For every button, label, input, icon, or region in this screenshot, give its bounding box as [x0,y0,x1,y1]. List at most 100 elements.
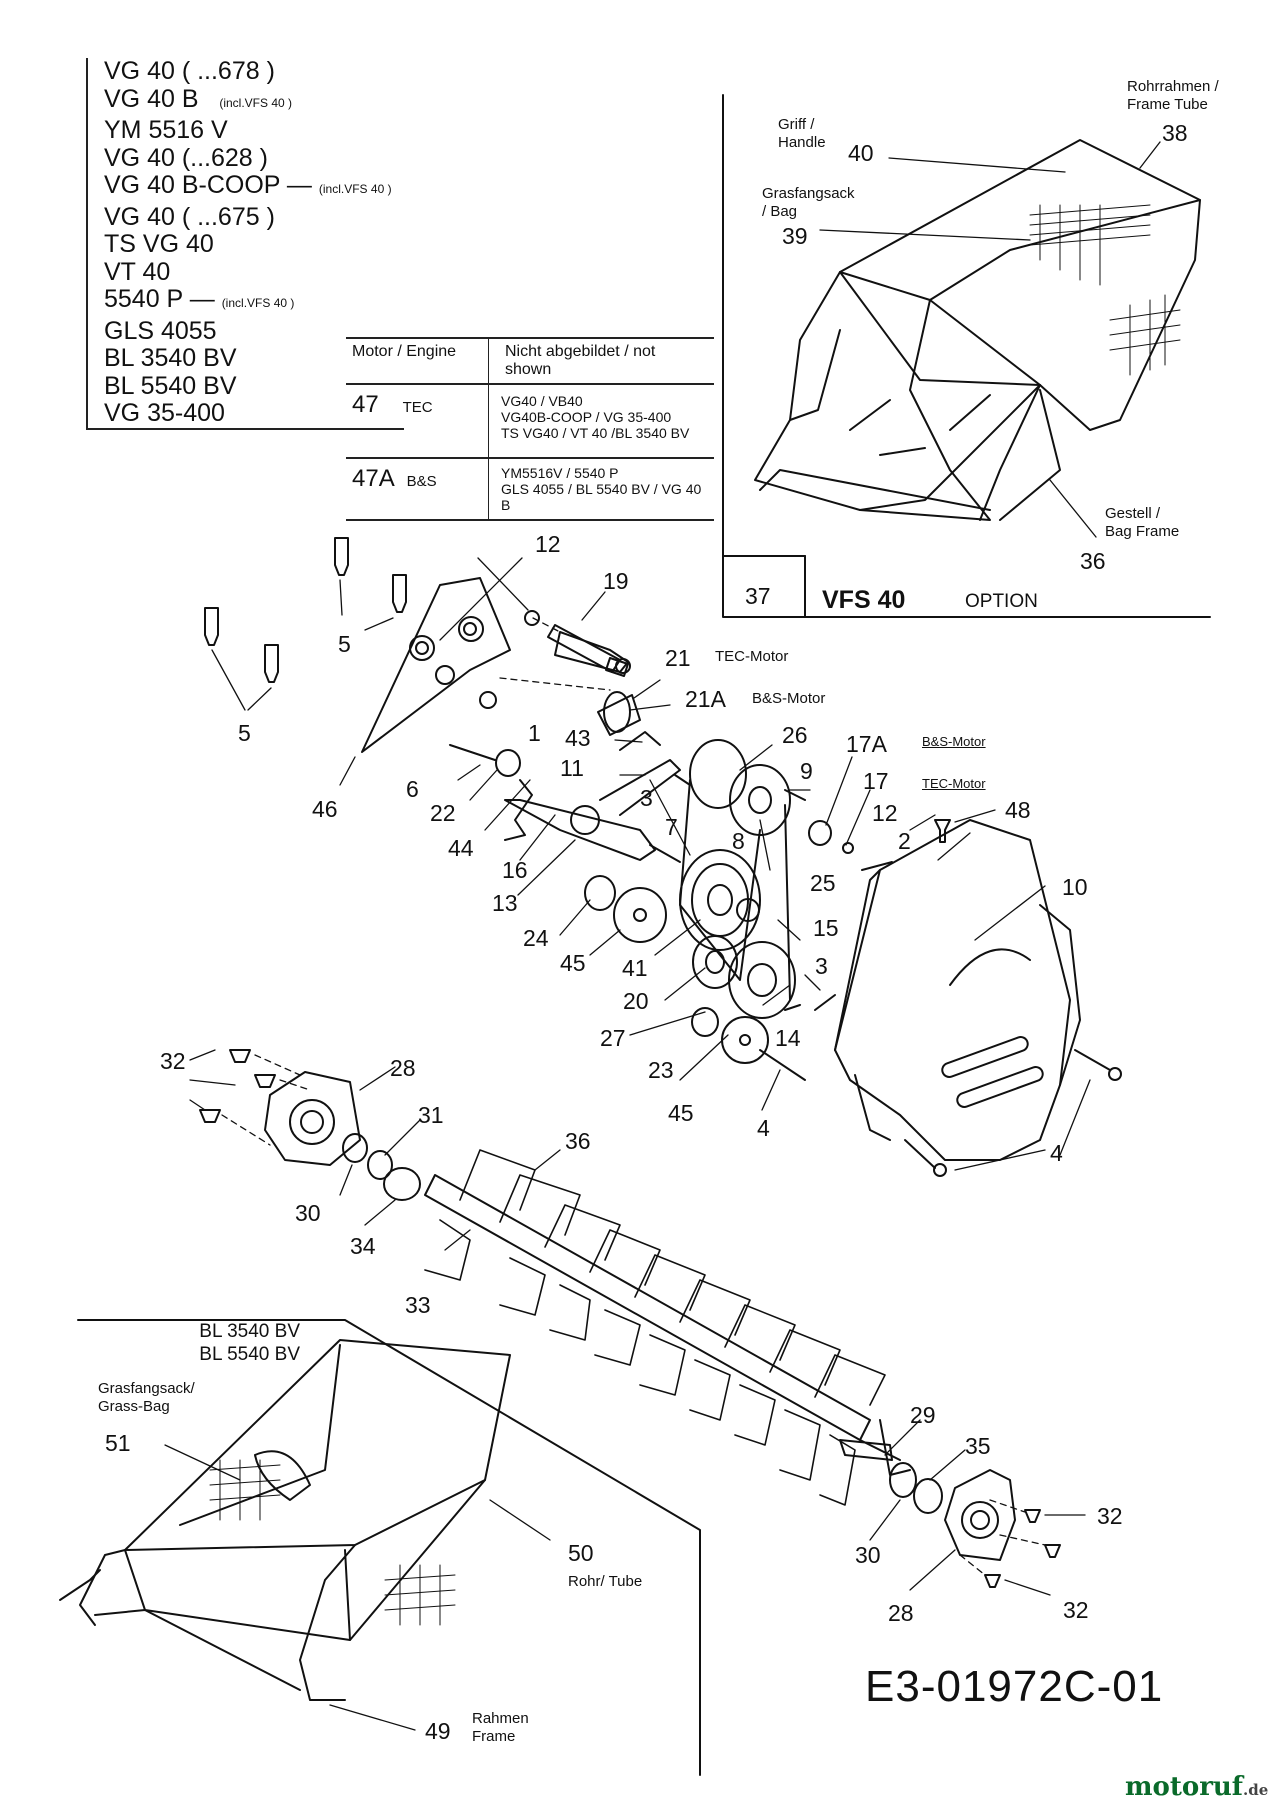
model-list: VG 40 ( ...678 ) VG 40 B (incl.VFS 40 ) … [86,57,404,430]
model-item: VG 40 B-COOP — (incl.VFS 40 ) [104,171,392,199]
part-number-30: 30 [295,1200,321,1226]
part-number-9: 9 [800,758,813,784]
part-number-6: 6 [406,776,419,802]
part-number-17a: 17A [846,731,887,757]
part-number-7: 7 [665,814,678,840]
callout-tec-motor-17: TEC-Motor [922,776,986,791]
engine-row-models: VG40 / VB40 VG40B-COOP / VG 35-400 TS VG… [501,393,690,441]
callout-bs-motor: B&S-Motor [752,690,826,707]
part-number-20: 20 [623,988,649,1014]
part-number-23: 23 [648,1057,674,1083]
engine-row: 47 TEC [346,384,489,458]
part-number-34: 34 [350,1233,376,1259]
part-number-10-label: 10 [1062,874,1088,900]
part-number-22: 22 [430,800,456,826]
belt-cover-drawing [834,809,1122,1177]
callout-frame-tube: Rohrrahmen / Frame Tube [1127,78,1219,113]
callout-bl-models: BL 3540 BV BL 5540 BV [199,1321,300,1365]
engine-row-models: YM5516V / 5540 P GLS 4055 / BL 5540 BV /… [501,465,702,513]
callout-frame: Rahmen Frame [472,1710,529,1745]
part-number-50: 50 [568,1540,594,1566]
side-plate-drawing [204,537,641,786]
part-number-51: 51 [105,1430,131,1456]
model-item: VG 40 B (incl.VFS 40 ) [104,84,293,113]
part-number-49: 49 [425,1718,451,1744]
part-number-43: 43 [565,725,591,751]
part-number-27: 27 [600,1025,626,1051]
engine-header: Motor / Engine [346,338,489,384]
model-item: VG 40 ( ...675 ) [104,202,275,231]
part-number-8: 8 [732,828,745,854]
part-number-38: 36 [1080,548,1106,574]
part-number-41: 40 [848,140,874,166]
part-number-21a: 21A [685,686,726,712]
left-bearing-drawing [189,1049,421,1226]
part-number-36: 36 [565,1128,591,1154]
drawing-code: E3-01972C-01 [865,1662,1164,1711]
part-number-1: 1 [528,720,541,746]
part-number-35: 35 [965,1433,991,1459]
model-item: BL 3540 BV [104,344,237,372]
part-number-42: 41 [622,955,648,981]
model-item: VT 40 [104,257,171,286]
part-number-14: 14 [775,1025,801,1051]
part-number-46: 46 [312,796,338,822]
watermark-logo: motoruf.de [1125,1772,1269,1802]
belt-drive-drawing [439,557,971,1111]
vfs-bag-drawing [754,139,1201,538]
model-item: VG 40 (...628 ) [104,143,268,172]
part-number-5: 5 [238,720,251,746]
part-number-24: 24 [523,925,549,951]
callout-grass-bag: Grasfangsack/ Grass-Bag [98,1380,195,1415]
model-item: VG 40 ( ...678 ) [104,57,275,85]
part-number-28: 28 [390,1055,416,1081]
part-number-31: 31 [418,1102,444,1128]
callout-tube: Rohr/ Tube [568,1573,643,1590]
callout-handle: Griff / Handle [778,116,826,151]
model-item: GLS 4055 [104,316,217,345]
part-number-12b: 12 [872,800,898,826]
part-number-25: 25 [810,870,836,896]
part-number-17: 17 [863,768,889,794]
model-item: YM 5516 V [104,116,228,144]
scarifier-shaft-drawing [424,1149,911,1506]
callout-bag: Grasfangsack / Bag [762,185,855,220]
part-number-16: 16 [502,857,528,883]
part-number-33: 33 [405,1292,431,1318]
part-number-48: 48 [1005,797,1031,823]
part-number-29: 29 [910,1402,936,1428]
part-number-3b: 3 [815,953,828,979]
part-number-5: 5 [338,631,351,657]
part-number-45b: 45 [668,1100,694,1126]
part-number-19: 19 [603,568,629,594]
right-bearing-drawing [839,1419,1086,1596]
part-number-40: 39 [782,223,808,249]
part-number-11: 11 [560,755,584,781]
part-number-21: 21 [665,645,691,671]
part-number-32b: 32 [1097,1503,1123,1529]
part-number-13: 13 [492,890,518,916]
callout-bs-motor-17a: B&S-Motor [922,734,986,749]
part-number-26: 26 [782,722,808,748]
model-item: TS VG 40 [104,230,214,258]
model-item: VG 35-400 [104,399,225,427]
part-number-32c: 32 [1063,1597,1089,1623]
option-number: 37 [745,583,771,609]
part-number-28b: 28 [888,1600,914,1626]
bl-bag-frame [77,1319,701,1776]
callout-bag-frame: Gestell / Bag Frame [1105,505,1180,540]
model-item: BL 5540 BV [104,371,237,400]
model-item: 5540 P — (incl.VFS 40 ) [104,285,295,313]
part-number-30b: 30 [855,1542,881,1568]
part-number-44: 44 [448,835,474,861]
part-number-39: 38 [1162,120,1188,146]
bl-bag-drawing [59,1339,551,1731]
part-number-3: 3 [640,785,653,811]
part-number-2: 2 [898,828,911,854]
part-number-32: 32 [160,1048,186,1074]
engine-table: Motor / Engine Nicht abgebildet / not sh… [346,337,714,521]
option-title: VFS 40 [822,586,906,614]
callout-tec-motor: TEC-Motor [715,648,789,665]
part-number-15: 15 [813,915,839,941]
